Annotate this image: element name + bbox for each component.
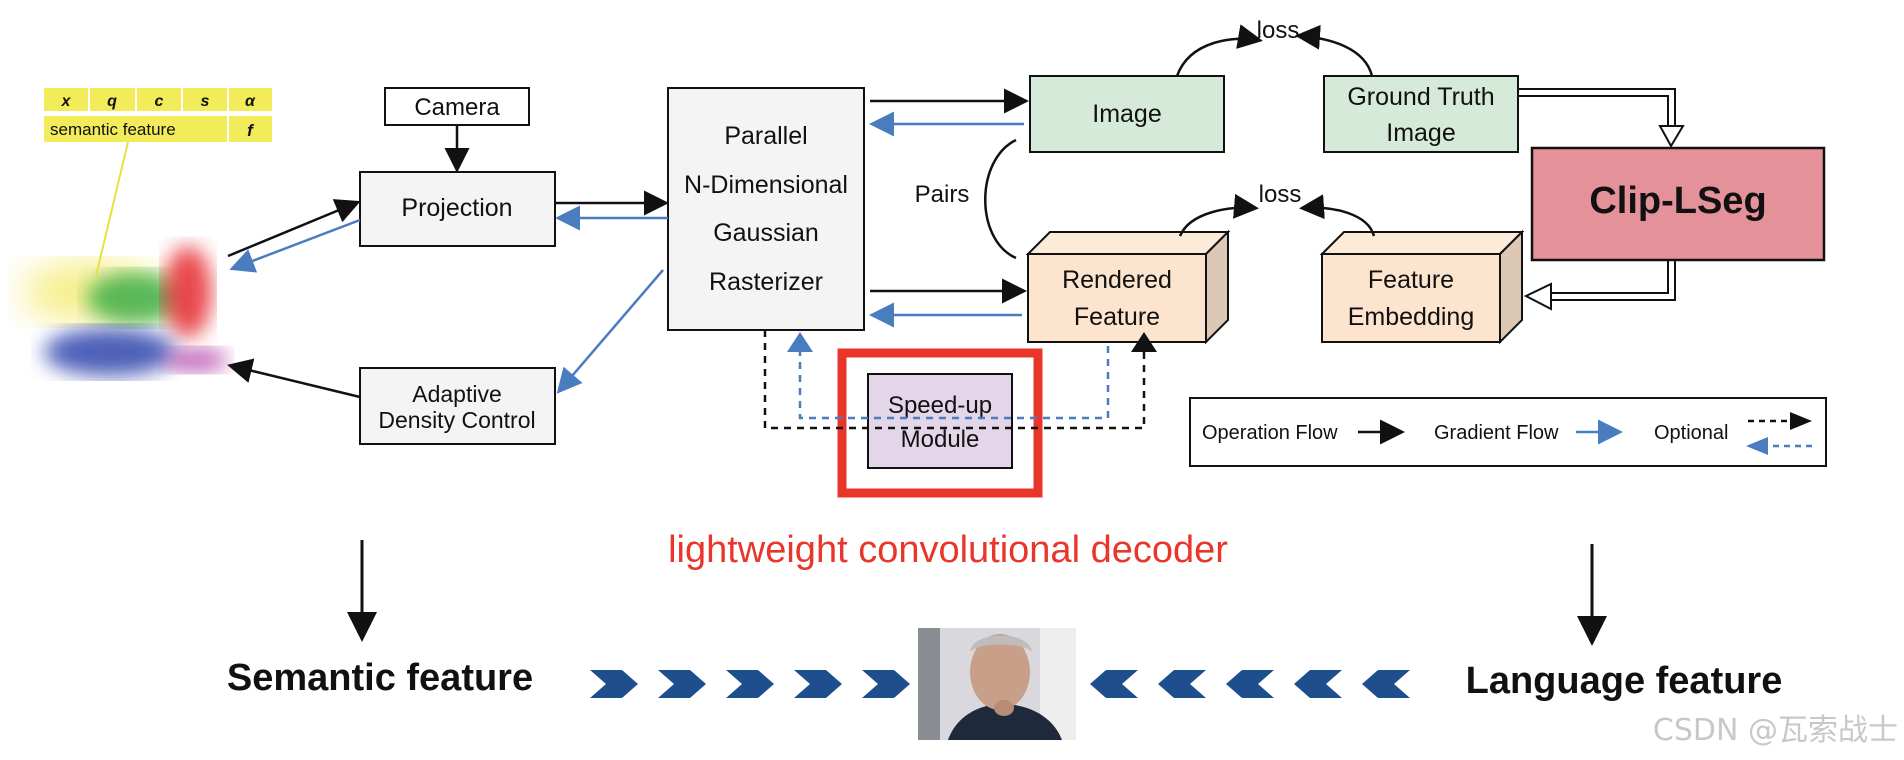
chevron-right-icon [658, 670, 706, 698]
clip-lseg-box: Clip-LSeg [1530, 146, 1826, 262]
speed-up-line1: Speed-up [888, 392, 992, 419]
adaptive-label-line2: Density Control [378, 407, 535, 433]
camera-label: Camera [414, 94, 500, 121]
rasterizer-line2: N-Dimensional [684, 171, 848, 199]
speedup-highlight-frame [837, 348, 1043, 498]
rasterizer-line1: Parallel [724, 122, 807, 150]
chevron-right-icon [794, 670, 842, 698]
loss-arc-bottom-right [1299, 194, 1376, 237]
legend-optional-label: Optional [1654, 422, 1729, 444]
arrow-blobs-to-projection [227, 199, 361, 258]
chevron-right-icon [862, 670, 910, 698]
loss-arc-top [1175, 24, 1263, 77]
attr-symbol-c: c [155, 93, 164, 110]
gaussian-blobs-illustration [22, 246, 228, 376]
legend-operation-label: Operation Flow [1202, 422, 1338, 444]
legend: Operation Flow Gradient Flow Optional [1189, 397, 1827, 467]
feature-embedding-line1: Feature [1368, 266, 1454, 294]
arrow-adaptive-to-blobs [227, 358, 361, 399]
loss-arc-top-right [1295, 24, 1374, 77]
attr-symbol-x: x [61, 93, 72, 110]
attr-symbol-q: q [107, 93, 117, 110]
optional-flow-arrows [763, 330, 1157, 430]
chevron-right-icon [590, 670, 638, 698]
watermark: CSDN @瓦索战士 [1653, 713, 1898, 748]
chevron-left-icon [1294, 670, 1342, 698]
left-chevrons [1090, 670, 1410, 698]
projection-box: Projection [359, 171, 556, 247]
rasterizer-line3: Gaussian [713, 219, 819, 247]
attr-symbol-f: f [247, 121, 255, 140]
optional-black-dashed [763, 330, 1146, 430]
pairs-bracket [984, 138, 1017, 260]
right-chevrons [590, 670, 910, 698]
attr-symbol-alpha: α [245, 93, 256, 110]
adaptive-density-control-box: Adaptive Density Control [359, 367, 556, 445]
chevron-left-icon [1090, 670, 1138, 698]
camera-box: Camera [384, 87, 530, 126]
double-line-arrows [1518, 88, 1685, 311]
image-box: Image [1029, 75, 1225, 153]
rasterizer-line4: Rasterizer [709, 268, 823, 296]
speed-up-line2: Module [901, 426, 980, 453]
rendered-feature-box: Rendered Feature [1025, 229, 1231, 345]
language-feature-label: Language feature [1466, 660, 1783, 702]
ground-truth-line1: Ground Truth [1347, 83, 1494, 111]
feature-embedding-line2: Embedding [1348, 303, 1474, 331]
grad-projection-to-blobs [229, 218, 361, 273]
projection-label: Projection [401, 194, 512, 222]
clip-lseg-label: Clip-LSeg [1589, 180, 1766, 222]
ground-truth-image-box: Ground Truth Image [1323, 75, 1519, 153]
chevron-left-icon [1362, 670, 1410, 698]
attr-semantic-feature-label: semantic feature [50, 120, 176, 139]
chevron-left-icon [1158, 670, 1206, 698]
speed-up-module-box: Speed-up Module [867, 373, 1013, 469]
attr-symbol-s: s [201, 93, 210, 110]
pairs-label: Pairs [915, 181, 970, 208]
rendered-feature-line1: Rendered [1062, 266, 1172, 294]
decoder-annotation: lightweight convolutional decoder [668, 529, 1228, 571]
loss-label-bottom: loss [1259, 181, 1302, 208]
loss-arc-bottom [1178, 193, 1259, 237]
ground-truth-line2: Image [1386, 119, 1455, 147]
feature-embedding-box: Feature Embedding [1319, 229, 1525, 345]
rendered-feature-line2: Feature [1074, 303, 1160, 331]
grad-rasterizer-to-adaptive [556, 269, 664, 394]
loss-label-top: loss [1257, 17, 1300, 44]
chevron-left-icon [1226, 670, 1274, 698]
optional-blue-dashed [798, 340, 1110, 420]
gaussian-attribute-table: x q c s α semantic feature f [44, 88, 272, 142]
attr-pointer-line [95, 141, 129, 277]
semantic-feature-label: Semantic feature [227, 657, 533, 699]
rasterizer-box: Parallel N-Dimensional Gaussian Rasteriz… [667, 87, 865, 331]
person-photo [918, 628, 1076, 740]
adaptive-label-line1: Adaptive [412, 381, 502, 407]
operation-flow-arrows [227, 24, 1376, 399]
legend-gradient-label: Gradient Flow [1434, 422, 1559, 444]
image-label: Image [1092, 100, 1161, 128]
gradient-flow-arrows [229, 111, 1024, 394]
chevron-right-icon [726, 670, 774, 698]
